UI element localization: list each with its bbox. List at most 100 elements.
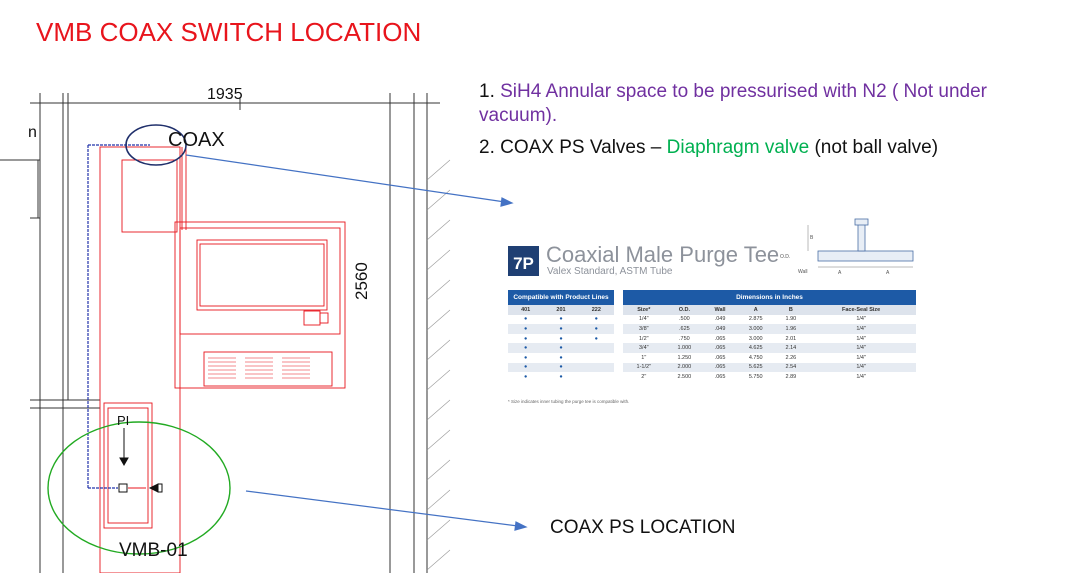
compat-col-header: 222 — [578, 305, 614, 315]
purge-tee-diagram: B O.D. Wall A A — [780, 218, 914, 276]
dim-cell: 2.89 — [785, 373, 797, 380]
dim-cell: 1-1/2" — [623, 362, 665, 373]
dim-cell: .049 — [714, 316, 726, 323]
compat-row: ●● — [508, 343, 614, 353]
note-2-highlight: Diaphragm valve — [666, 137, 810, 158]
dim-cell: 1/4" — [856, 335, 866, 342]
diagram-label-a1: A — [838, 270, 842, 276]
vmb-label: VMB-01 — [119, 540, 188, 561]
compat-cell — [578, 343, 614, 353]
dim-cell: 1/4" — [806, 324, 916, 334]
dim-cell: 1.250 — [677, 354, 692, 361]
dim-cell: 3.000 — [748, 335, 763, 342]
compat-row: ●● — [508, 362, 614, 373]
dimension-side: 2560 — [352, 262, 371, 300]
dim-cell: .049 — [704, 324, 736, 334]
dim-col-header: O.D. — [664, 305, 705, 315]
dim-cell: 1/4" — [856, 373, 866, 380]
note-1: 1. SiH4 Annular space to be pressurised … — [479, 80, 1064, 128]
compat-row: ●●● — [508, 315, 614, 325]
ps-location-label: COAX PS LOCATION — [550, 517, 736, 538]
dim-cell: 4.750 — [748, 354, 763, 361]
compat-cell: ● — [594, 316, 598, 323]
compat-cell — [578, 362, 614, 373]
dim-cell: .065 — [714, 335, 726, 342]
dim-cell: 5.625 — [735, 362, 776, 373]
compat-col-header: 201 — [543, 305, 579, 315]
compat-row: ●●● — [508, 324, 614, 334]
compat-cell: ● — [508, 362, 544, 373]
dim-cell: 1/4" — [806, 362, 916, 373]
compat-cell: ● — [543, 362, 579, 373]
product-title: Coaxial Male Purge Tee — [546, 242, 780, 267]
dim-header: Dimensions in Inches — [623, 290, 916, 305]
dim-cell: .500 — [679, 316, 690, 323]
compat-cell: ● — [559, 373, 563, 380]
dim-cell: .065 — [704, 362, 736, 373]
note-1-highlight: SiH4 Annular space to be pressurised wit… — [479, 81, 987, 126]
compat-cell: ● — [508, 343, 544, 353]
compat-cell: ● — [524, 316, 528, 323]
dim-cell: 1" — [641, 354, 647, 361]
dim-cell: .625 — [664, 324, 705, 334]
compat-header: Compatible with Product Lines — [508, 290, 614, 305]
product-subtitle: Valex Standard, ASTM Tube — [547, 266, 673, 277]
dim-cell: 1.90 — [785, 316, 797, 323]
slide-title: VMB COAX SWITCH LOCATION — [36, 17, 422, 47]
dim-cell: 2.000 — [664, 362, 705, 373]
dim-cell: 2.54 — [775, 362, 807, 373]
compat-cell: ● — [559, 335, 563, 342]
note-1-prefix: 1. — [479, 81, 501, 102]
dim-cell: 1/4" — [856, 316, 866, 323]
coax-label: COAX — [168, 129, 225, 151]
dimension-top: 1935 — [207, 86, 243, 103]
dim-cell: 3/4" — [623, 343, 665, 353]
dim-cell: 1/2" — [639, 335, 649, 342]
diagram-label-wall: Wall — [798, 269, 808, 275]
note-2: 2. COAX PS Valves – Diaphragm valve (not… — [479, 136, 1064, 160]
compat-row: ● ● ● — [508, 334, 614, 344]
dim-cell: 2" — [641, 373, 647, 380]
diagram-label-a2: A — [886, 270, 890, 276]
dim-col-header: Size* — [623, 305, 665, 315]
dim-cell: 1.000 — [664, 343, 705, 353]
dim-cell: .065 — [714, 354, 726, 361]
compat-cell: ● — [524, 354, 528, 361]
product-footnote: * Size indicates inner tubing the purge … — [508, 399, 630, 404]
diagram-label-b: B — [810, 235, 814, 241]
dim-cell: 2.14 — [775, 343, 807, 353]
dim-cell: .065 — [714, 373, 726, 380]
dim-cell: 3.000 — [735, 324, 776, 334]
compat-cell: ● — [524, 373, 528, 380]
compat-row: ●● — [508, 353, 614, 363]
edge-fragment: n — [28, 124, 37, 141]
compat-cell: ● — [578, 324, 614, 334]
compat-cell: ● — [543, 343, 579, 353]
dim-cell: 1/4" — [856, 354, 866, 361]
dim-col-header: A — [735, 305, 776, 315]
dim-cell: 2.875 — [748, 316, 763, 323]
compat-cell: ● — [559, 354, 563, 361]
dim-cell: 1.96 — [775, 324, 807, 334]
dim-col-header: B — [775, 305, 807, 315]
diagram-label-od: O.D. — [780, 254, 790, 260]
compat-cell: ● — [594, 335, 598, 342]
dim-cell: 1/4" — [639, 316, 649, 323]
compat-cell — [579, 353, 614, 363]
dim-cell: 3/8" — [623, 324, 665, 334]
dim-cell: 2.01 — [785, 335, 797, 342]
product-datasheet: 7P Coaxial Male Purge Tee Valex Standard… — [505, 215, 920, 415]
compat-cell: ● — [508, 324, 544, 334]
compat-cell: ● — [524, 335, 528, 342]
dim-cell: .750 — [679, 335, 690, 342]
dim-row: 1/4" .500 .049 2.875 1.90 1/4" — [623, 315, 916, 325]
dim-col-header: Face-Seal Size — [806, 305, 916, 315]
note-2-suffix: (not ball valve) — [809, 137, 939, 158]
pi-label: PI — [117, 413, 130, 428]
